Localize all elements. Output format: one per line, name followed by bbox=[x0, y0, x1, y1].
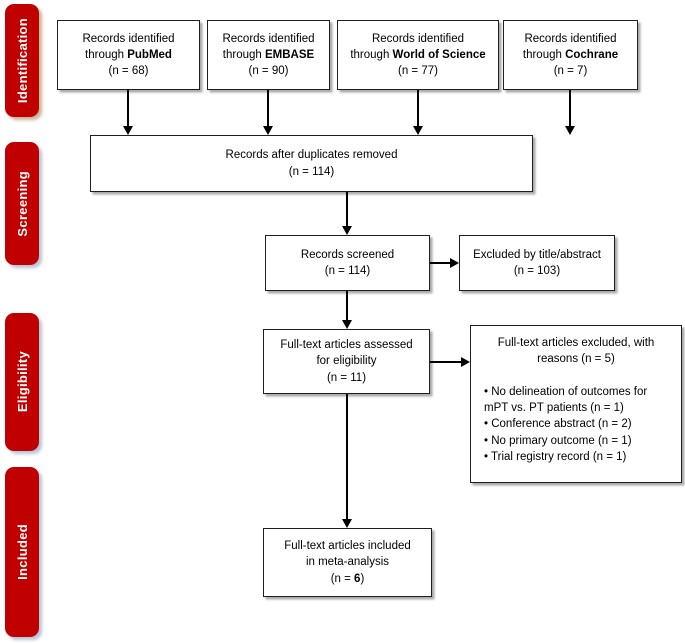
stage-label: Screening bbox=[14, 170, 30, 237]
box-line: reasons (n = 5) bbox=[537, 353, 615, 366]
box-line-text: through bbox=[222, 48, 265, 61]
box-records-screened: Records screened (n = 114) bbox=[265, 235, 430, 291]
arrow-wos-to-duplicates bbox=[413, 90, 423, 135]
count-line: (n = 68) bbox=[108, 65, 149, 78]
count-line: (n = 77) bbox=[398, 65, 438, 78]
box-line: through World of Science bbox=[350, 47, 485, 63]
stage-label: Identification bbox=[14, 17, 30, 104]
arrow-assessed-to-reasons bbox=[430, 357, 470, 367]
stage-included: Included bbox=[5, 467, 39, 637]
box-records-embase: Records identified through EMBASE (n = 9… bbox=[207, 20, 330, 90]
database-name: EMBASE bbox=[265, 48, 315, 61]
excluded-reason-list: No delineation of outcomes for mPT vs. P… bbox=[478, 384, 674, 466]
arrow-pubmed-to-duplicates bbox=[123, 90, 133, 135]
count-line: (n = 114) bbox=[324, 265, 371, 277]
stage-label: Eligibility bbox=[14, 351, 30, 413]
arrow-screened-to-excluded bbox=[430, 258, 459, 268]
database-name: PubMed bbox=[127, 48, 172, 61]
box-line: Records identified bbox=[82, 32, 175, 45]
arrow-cochrane-to-duplicates bbox=[565, 90, 575, 135]
box-line: for eligibility bbox=[316, 355, 377, 368]
box-line: through EMBASE bbox=[223, 47, 314, 63]
box-fulltext-assessed: Full-text articles assessed for eligibil… bbox=[263, 329, 430, 394]
box-line: Full-text articles included bbox=[284, 540, 411, 552]
excluded-reason-item: No delineation of outcomes for mPT vs. P… bbox=[484, 384, 674, 417]
box-line: Full-text articles assessed bbox=[280, 339, 413, 351]
box-line-text: through bbox=[350, 48, 393, 61]
database-name: Cochrane bbox=[565, 48, 619, 61]
box-line: Records identified bbox=[524, 32, 617, 45]
box-line-text: through bbox=[522, 48, 566, 61]
count-line: (n = 90) bbox=[248, 65, 289, 78]
box-records-pubmed: Records identified through PubMed (n = 6… bbox=[57, 20, 200, 90]
count-line: (n = 6) bbox=[331, 571, 365, 587]
excluded-reason-item: Trial registry record (n = 1) bbox=[484, 449, 674, 465]
box-included-meta-analysis: Full-text articles included in meta-anal… bbox=[263, 528, 432, 597]
count-line: (n = 114) bbox=[288, 165, 335, 178]
box-records-world-of-science: Records identified through World of Scie… bbox=[337, 20, 499, 90]
count-line: (n = 11) bbox=[326, 371, 367, 384]
box-line: through Cochrane bbox=[523, 47, 618, 63]
count-line: (n = 7) bbox=[553, 65, 588, 78]
arrow-screened-to-assessed bbox=[342, 291, 352, 329]
box-line: through PubMed bbox=[85, 47, 172, 63]
box-line: in meta-analysis bbox=[305, 556, 390, 569]
box-line: Records identified bbox=[371, 32, 465, 45]
count-line: (n = 103) bbox=[513, 265, 561, 277]
box-fulltext-excluded-reasons: Full-text articles excluded, with reason… bbox=[470, 325, 682, 483]
arrow-embase-to-duplicates bbox=[263, 90, 273, 135]
stage-screening: Screening bbox=[5, 142, 39, 265]
excluded-reason-item: No primary outcome (n = 1) bbox=[484, 433, 674, 449]
stage-identification: Identification bbox=[5, 4, 39, 117]
count-text: ) bbox=[360, 572, 365, 585]
stage-eligibility: Eligibility bbox=[5, 313, 39, 451]
count-value: 6 bbox=[354, 572, 361, 585]
box-line: Records screened bbox=[300, 248, 395, 261]
arrow-assessed-to-included bbox=[342, 394, 352, 528]
box-line: Excluded by title/abstract bbox=[473, 248, 601, 261]
count-text: (n = bbox=[330, 572, 355, 585]
excluded-reason-item: Conference abstract (n = 2) bbox=[484, 416, 674, 432]
box-records-cochrane: Records identified through Cochrane (n =… bbox=[503, 20, 638, 90]
box-line: Full-text articles excluded, with bbox=[497, 337, 655, 349]
database-name: World of Science bbox=[392, 48, 486, 61]
reasons-header: Full-text articles excluded, with reason… bbox=[478, 335, 674, 368]
stage-label: Included bbox=[14, 524, 30, 580]
box-line: Records identified bbox=[222, 32, 315, 45]
arrow-duplicates-to-screened bbox=[342, 192, 352, 235]
box-duplicates-removed: Records after duplicates removed (n = 11… bbox=[90, 135, 533, 192]
box-line-text: through bbox=[85, 48, 128, 61]
box-line: Records after duplicates removed bbox=[225, 149, 398, 162]
box-excluded-title-abstract: Excluded by title/abstract (n = 103) bbox=[459, 235, 615, 291]
